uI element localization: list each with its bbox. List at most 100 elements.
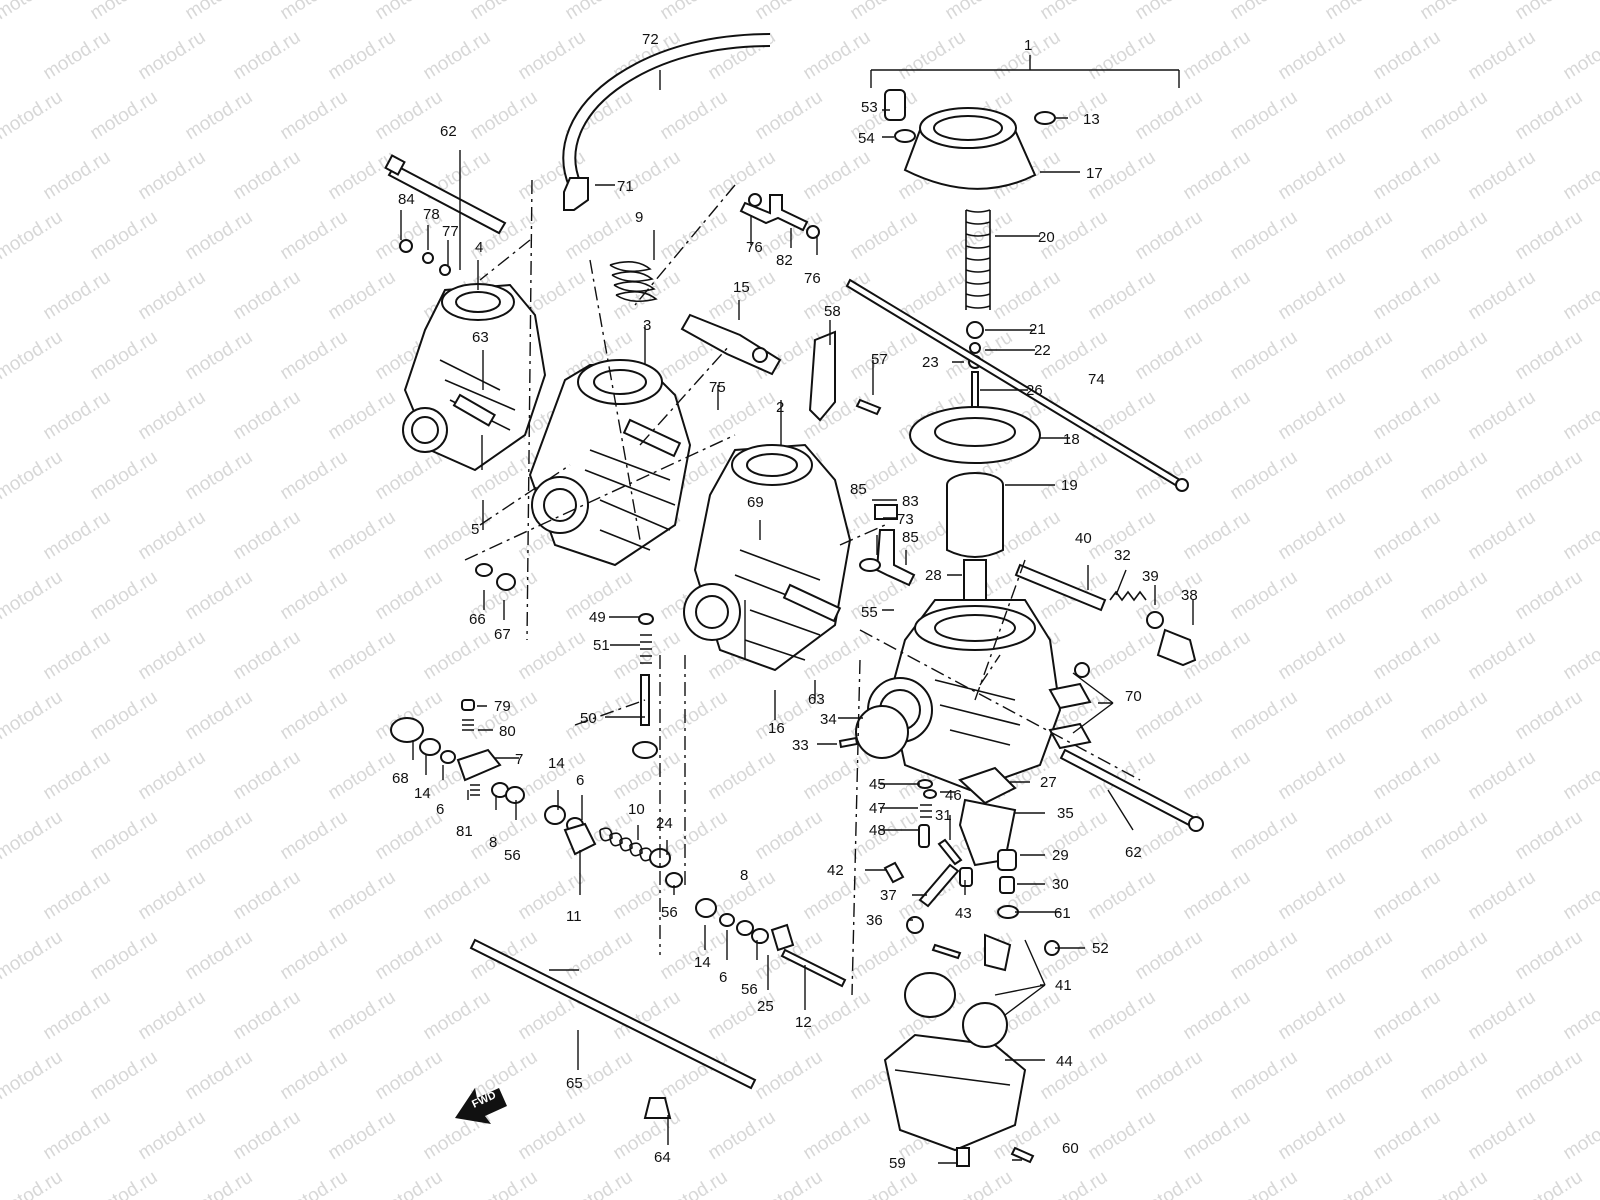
watermark-text-360: motod.ru xyxy=(942,1167,1017,1200)
watermark-text-156: motod.ru xyxy=(1512,447,1587,505)
watermark-text-137: motod.ru xyxy=(1370,387,1445,445)
watermark-text-207: motod.ru xyxy=(1370,627,1445,685)
watermark-text-7: motod.ru xyxy=(657,0,732,24)
o-ring-85 xyxy=(859,558,881,572)
watermark-text-356: motod.ru xyxy=(562,1167,637,1200)
watermark-text-263: motod.ru xyxy=(40,867,115,925)
rod-74-end xyxy=(1175,478,1189,492)
watermark-text-34: motod.ru xyxy=(1560,27,1600,85)
watermark-text-362: motod.ru xyxy=(1132,1167,1207,1200)
watermark-text-328: motod.ru xyxy=(1227,1047,1302,1105)
watermark-text-274: motod.ru xyxy=(1085,867,1160,925)
watermark-text-47: motod.ru xyxy=(1132,87,1207,145)
callout-51: 51 xyxy=(593,637,610,654)
watermark-text-314: motod.ru xyxy=(1560,987,1600,1045)
callout-21: 21 xyxy=(1029,321,1046,338)
float-bowl-44 xyxy=(883,972,1027,1152)
callout-18: 18 xyxy=(1063,431,1080,448)
callout-34: 34 xyxy=(820,711,837,728)
callout-59: 59 xyxy=(889,1155,906,1172)
watermark-text-365: motod.ru xyxy=(1417,1167,1492,1200)
watermark-text-15: motod.ru xyxy=(1417,0,1492,24)
watermark-text-310: motod.ru xyxy=(1180,987,1255,1045)
hose-cap-76b xyxy=(806,225,820,239)
spring-47 xyxy=(920,804,932,818)
watermark-text-36: motod.ru xyxy=(87,87,162,145)
watermark-text-216: motod.ru xyxy=(562,687,637,745)
callout-labels: 1 53 54 13 17 20 21 22 23 26 74 18 19 72… xyxy=(392,31,1198,1172)
plate-7 xyxy=(456,748,502,782)
watermark-text-188: motod.ru xyxy=(1227,567,1302,625)
diaphragm-18 xyxy=(909,406,1041,464)
watermark-text-313: motod.ru xyxy=(1465,987,1540,1045)
watermark-text-259: motod.ru xyxy=(1322,807,1397,865)
watermark-text-20: motod.ru xyxy=(230,27,305,85)
watermark-text-1: motod.ru xyxy=(87,0,162,24)
watermark-text-341: motod.ru xyxy=(800,1107,875,1165)
watermark-text-236: motod.ru xyxy=(800,747,875,805)
callout-40: 40 xyxy=(1075,530,1092,547)
screw-37 xyxy=(918,863,960,908)
watermark-text-33: motod.ru xyxy=(1465,27,1540,85)
o-ring-45 xyxy=(917,779,933,789)
watermark-text-6: motod.ru xyxy=(562,0,637,24)
watermark-text-281: motod.ru xyxy=(87,927,162,985)
watermark-text-210: motod.ru xyxy=(0,687,66,745)
watermark-text-298: motod.ru xyxy=(40,987,115,1045)
hose-cap-76a xyxy=(748,193,762,207)
watermark-text-40: motod.ru xyxy=(467,87,542,145)
watermark-text-124: motod.ru xyxy=(135,387,210,445)
watermark-text-2: motod.ru xyxy=(182,0,257,24)
callout-13: 13 xyxy=(1083,111,1100,128)
watermark-text-179: motod.ru xyxy=(372,567,447,625)
callout-14b: 14 xyxy=(548,755,565,772)
watermark-text-106: motod.ru xyxy=(87,327,162,385)
watermark-text-55: motod.ru xyxy=(230,147,305,205)
washer-6c xyxy=(719,913,735,927)
retainer-21 xyxy=(966,321,984,339)
watermark-text-317: motod.ru xyxy=(182,1047,257,1105)
watermark-text-43: motod.ru xyxy=(752,87,827,145)
watermark-text-79: motod.ru xyxy=(847,207,922,265)
callout-77: 77 xyxy=(442,223,459,240)
jet-30 xyxy=(999,876,1015,894)
callout-14c: 14 xyxy=(694,954,711,971)
watermark-text-161: motod.ru xyxy=(325,507,400,565)
callout-54: 54 xyxy=(858,130,875,147)
watermark-text-204: motod.ru xyxy=(1085,627,1160,685)
callout-16: 16 xyxy=(768,720,785,737)
jet-29 xyxy=(997,849,1017,871)
tube-31 xyxy=(937,838,963,866)
bracket-65 xyxy=(469,938,757,1090)
watermark-text-142: motod.ru xyxy=(182,447,257,505)
watermark-text-299: motod.ru xyxy=(135,987,210,1045)
watermark-text-224: motod.ru xyxy=(1322,687,1397,745)
callout-78: 78 xyxy=(423,206,440,223)
watermark-text-125: motod.ru xyxy=(230,387,305,445)
callout-26: 26 xyxy=(1026,382,1043,399)
watermark-text-26: motod.ru xyxy=(800,27,875,85)
watermark-text-206: motod.ru xyxy=(1275,627,1350,685)
washer-66 xyxy=(475,563,493,577)
callout-19: 19 xyxy=(1061,477,1078,494)
watermark-text-197: motod.ru xyxy=(420,627,495,685)
watermark-text-235: motod.ru xyxy=(705,747,780,805)
watermark-text-72: motod.ru xyxy=(182,207,257,265)
callout-66: 66 xyxy=(469,611,486,628)
watermark-text-49: motod.ru xyxy=(1322,87,1397,145)
watermark-text-189: motod.ru xyxy=(1322,567,1397,625)
clip-54 xyxy=(894,129,916,143)
watermark-text-277: motod.ru xyxy=(1370,867,1445,925)
callout-53: 53 xyxy=(861,99,878,116)
spring-10 xyxy=(599,827,653,862)
watermark-text-198: motod.ru xyxy=(515,627,590,685)
watermark-text-172: motod.ru xyxy=(1370,507,1445,565)
callout-64: 64 xyxy=(654,1149,671,1166)
washer-46 xyxy=(923,789,937,799)
watermark-text-295: motod.ru xyxy=(1417,927,1492,985)
watermark-text-363: motod.ru xyxy=(1227,1167,1302,1200)
plug-36 xyxy=(906,916,924,934)
washer-39 xyxy=(1146,611,1164,629)
watermark-text-353: motod.ru xyxy=(277,1167,352,1200)
watermark-text-121: motod.ru xyxy=(1512,327,1587,385)
